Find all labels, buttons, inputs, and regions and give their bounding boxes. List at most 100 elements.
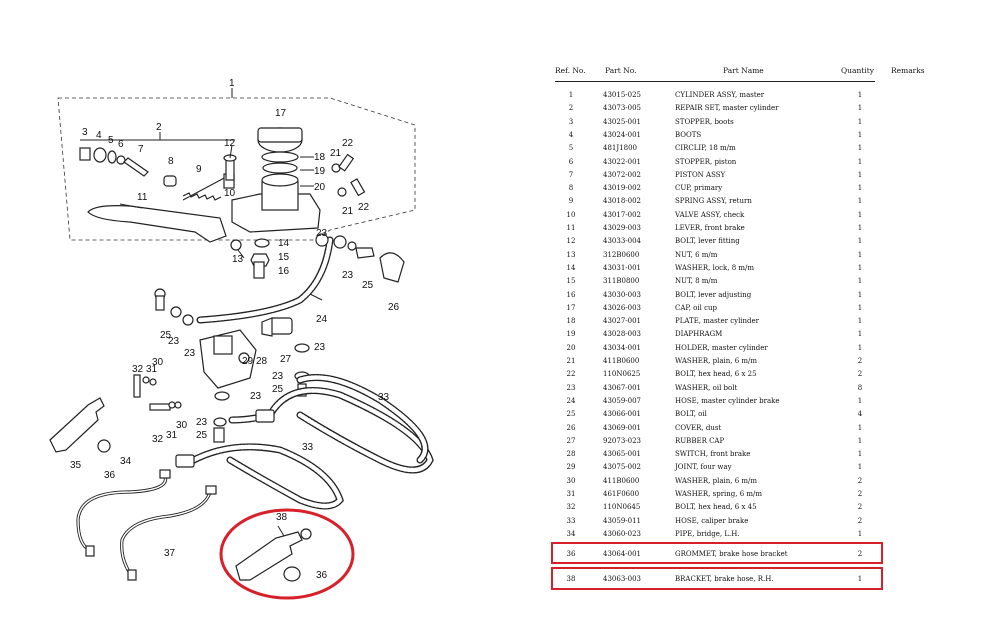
callout-16: 16 (278, 266, 290, 277)
quantity-cell: 1 (857, 117, 863, 126)
part-no-cell: 43060-023 (603, 529, 641, 538)
callout-25a: 25 (362, 280, 374, 291)
ref-cell: 36 (566, 550, 576, 558)
callout-24: 24 (316, 314, 328, 325)
part-name-cell: JOINT, four way (675, 463, 732, 472)
callout-17: 17 (275, 108, 287, 119)
ref-cell: 33 (566, 516, 576, 525)
callout-32a: 32 (132, 364, 144, 375)
ref-cell: 30 (566, 476, 576, 485)
part-no-cell: 43025-001 (603, 117, 641, 126)
part-name-cell: BOLT, hex head, 6 x 45 (675, 503, 757, 512)
callout-20: 20 (314, 182, 326, 193)
callout-23g: 23 (250, 391, 262, 402)
ref-cell: 4 (568, 130, 574, 139)
callout-36a: 36 (104, 470, 116, 481)
part-no-cell: 43064-001 (603, 550, 641, 558)
header-quantity: Quantity (841, 66, 874, 75)
part-no-cell: 43073-005 (603, 104, 641, 113)
callout-22b: 22 (358, 202, 370, 213)
part-no-cell: 110N0625 (603, 370, 641, 379)
callout-9: 9 (196, 164, 202, 175)
quantity-cell: 1 (857, 263, 863, 272)
part-name-cell: BOLT, hex head, 6 x 25 (675, 370, 757, 379)
quantity-cell: 1 (857, 423, 863, 432)
part-name-cell: RUBBER CAP (675, 436, 725, 445)
ref-cell: 34 (566, 529, 576, 538)
ref-cell: 23 (566, 383, 576, 392)
ref-cell: 19 (566, 330, 576, 339)
part-name-cell: HOSE, master cylinder brake (675, 396, 780, 405)
part-no-cell: 43018-002 (603, 197, 641, 206)
ref-cell: 6 (568, 157, 574, 166)
quantity-cell: 1 (857, 529, 863, 538)
part-no-cell: 43030-003 (603, 290, 641, 299)
header-remarks: Remarks (891, 66, 925, 75)
part-no-cell: 411B0600 (603, 476, 640, 485)
ref-cell: 32 (566, 503, 576, 512)
highlight-box-row-36 (551, 542, 883, 564)
callout-12: 12 (224, 138, 236, 149)
part-no-cell: 43024-001 (603, 130, 641, 139)
quantity-cell: 4 (857, 410, 863, 419)
part-no-cell: 461F0600 (603, 490, 640, 498)
part-name-cell: REPAIR SET, master cylinder (675, 104, 779, 113)
part-name-cell: COVER, dust (675, 423, 722, 432)
part-no-cell: 43059-011 (603, 516, 641, 525)
callout-25c: 25 (272, 384, 284, 395)
ref-cell: 11 (566, 224, 576, 232)
callout-27: 27 (280, 354, 292, 365)
quantity-cell: 1 (857, 224, 863, 232)
part-no-cell: 43028-003 (603, 330, 641, 339)
quantity-cell: 2 (857, 370, 863, 379)
part-no-cell: 312B0600 (603, 250, 640, 259)
highlight-box-row-38 (551, 567, 883, 590)
part-no-cell: 43026-003 (603, 303, 641, 312)
callout-23d: 23 (184, 348, 196, 359)
part-name-cell: PIPE, bridge, L.H. (675, 529, 740, 538)
callout-26: 26 (388, 302, 400, 313)
part-no-cell: 43015-025 (603, 91, 641, 99)
ref-cell: 20 (566, 343, 576, 352)
callout-21b: 21 (342, 206, 354, 217)
callout-35: 35 (70, 460, 82, 471)
callout-11: 11 (137, 192, 148, 203)
quantity-cell: 1 (857, 157, 863, 166)
ref-cell: 8 (568, 184, 574, 193)
ref-cell: 3 (568, 117, 574, 126)
ref-cell: 31 (566, 490, 576, 498)
part-name-cell: BRACKET, brake hose, R.H. (675, 575, 774, 583)
quantity-cell: 2 (857, 490, 863, 498)
part-name-cell: VALVE ASSY, check (675, 210, 745, 219)
part-name-cell: CAP, oil cup (675, 303, 717, 312)
callout-22a: 22 (342, 138, 354, 149)
part-name-cell: WASHER, lock, 8 m/m (675, 263, 755, 272)
part-name-cell: CYLINDER ASSY, master (675, 91, 765, 99)
part-name-cell: WASHER, plain, 6 m/m (675, 476, 758, 485)
quantity-cell: 1 (857, 290, 863, 299)
callout-31b: 31 (166, 430, 178, 441)
callout-32b: 32 (152, 434, 164, 445)
ref-cell: 24 (566, 396, 576, 405)
callout-18: 18 (314, 152, 326, 163)
part-name-cell: HOLDER, master cylinder (675, 343, 768, 352)
quantity-cell: 1 (857, 197, 863, 206)
quantity-cell: 1 (857, 237, 863, 246)
part-no-cell: 92073-023 (603, 436, 641, 445)
